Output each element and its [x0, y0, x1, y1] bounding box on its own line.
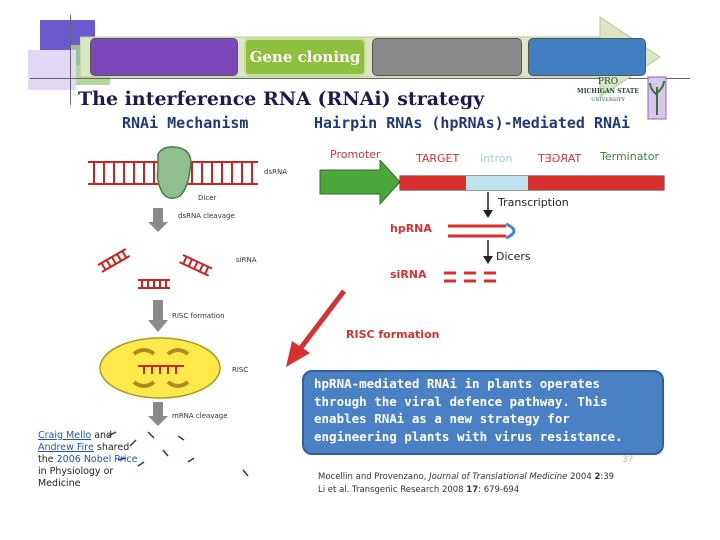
- reference-2-vol: 17: [466, 485, 479, 495]
- nav-arrow-background: [80, 16, 661, 98]
- red-diagonal-arrow: [286, 289, 346, 367]
- hprna-callout-box: hpRNA-mediated RNAi in plants operates t…: [302, 370, 664, 455]
- decor-square-lavender: [28, 50, 76, 90]
- hprna-construct-diagram: [319, 160, 665, 283]
- down-arrow-icon-2: [148, 300, 168, 332]
- rnai-mechanism-heading: RNAi Mechanism: [122, 114, 249, 132]
- msu-logo: PRO MICHIGAN STATE UNIVERSITY: [568, 77, 648, 121]
- intron-segment: [466, 176, 528, 190]
- sirna-fragments: [97, 248, 213, 289]
- down-arrow-icon: [148, 208, 168, 232]
- dsrna-cleavage-label: dsRNA cleavage: [178, 212, 235, 220]
- nav-tab-gene-cloning-label: Gene cloning: [249, 48, 361, 66]
- down-arrow-icon-3: [148, 402, 168, 426]
- dicers-label: Dicers: [496, 250, 531, 263]
- terminator-label: Terminator: [600, 150, 659, 163]
- hprna-hairpin: [448, 222, 516, 240]
- transcription-label: Transcription: [498, 196, 569, 209]
- risc-formation-label-left: RISC formation: [172, 312, 225, 320]
- hprna-heading: Hairpin RNAs (hpRNAs)-Mediated RNAi: [314, 114, 631, 132]
- risc-formation-label-right: RISC formation: [346, 328, 440, 341]
- nav-tab-4[interactable]: [528, 38, 646, 76]
- hprna-label: hpRNA: [390, 222, 432, 235]
- msu-logo-line-3: UNIVERSITY: [591, 97, 625, 103]
- target-rev-segment: [528, 176, 594, 190]
- nav-tab-3[interactable]: [372, 38, 522, 76]
- target-label: TARGET: [416, 152, 460, 165]
- transcription-arrow-icon: [483, 210, 493, 218]
- dicers-arrow-icon: [483, 256, 493, 264]
- page-number: 37: [622, 455, 634, 465]
- reference-2: Li et al. Transgenic Research 2008 17: 6…: [318, 485, 519, 495]
- nav-tab-1[interactable]: [90, 38, 238, 76]
- credit-rest-2: Medicine: [38, 478, 81, 489]
- reference-1-suffix: 2004: [567, 472, 595, 482]
- promoter-arrow: [319, 160, 401, 206]
- credit-rest-1: in Physiology or: [38, 466, 114, 477]
- mrna-cleavage-label: mRNA cleavage: [172, 412, 228, 420]
- sirna-label-right: siRNA: [390, 268, 427, 281]
- reference-1-prefix: Mocellin and Provenzano,: [318, 472, 430, 482]
- nobel-credit: Craig Mello and Andrew Fire shared the 2…: [38, 430, 137, 490]
- credit-the: the: [38, 454, 57, 465]
- nav-tab-gene-cloning[interactable]: Gene cloning: [244, 38, 366, 76]
- sirna-dashes: [444, 271, 496, 283]
- andrew-fire-link[interactable]: Andrew Fire: [38, 442, 94, 453]
- msu-logo-line-1: PRO: [597, 77, 619, 87]
- dicer-enzyme-icon: [156, 146, 192, 199]
- cleaved-mrna-fragments: [107, 431, 249, 477]
- credit-and: and: [91, 430, 113, 441]
- target-segment: [400, 176, 466, 190]
- sirna-label-left: siRNA: [236, 256, 257, 264]
- reference-1: Mocellin and Provenzano, Journal of Tran…: [318, 472, 614, 482]
- decor-line-v: [70, 15, 71, 105]
- target-reversed-label: TARGET: [538, 152, 582, 165]
- decor-line-h: [30, 78, 690, 79]
- credit-shared: shared: [93, 442, 130, 453]
- credit-prize: 2006 Nobel Price: [56, 454, 138, 465]
- dicer-label: Dicer: [198, 194, 217, 202]
- rnai-mechanism-diagram: [88, 146, 258, 477]
- dsrna-label: dsRNA: [264, 168, 287, 176]
- reference-1-vol: 2: [594, 472, 601, 482]
- intron-label: Intron: [480, 152, 513, 165]
- reference-2-prefix: Li et al. Transgenic Research 2008: [318, 485, 467, 495]
- reference-1-journal: Journal of Translational Medicine: [429, 472, 568, 482]
- risc-label: RISC: [232, 366, 249, 374]
- reference-1-pages: :39: [600, 472, 615, 482]
- plant-logo-icon: [647, 76, 667, 120]
- craig-mello-link[interactable]: Craig Mello: [38, 430, 92, 441]
- terminator-segment: [594, 176, 664, 190]
- promoter-label: Promoter: [330, 148, 381, 161]
- reference-2-pages: : 679-694: [478, 485, 520, 495]
- msu-logo-line-2: MICHIGAN STATE: [577, 88, 639, 95]
- slide-title: The interference RNA (RNAi) strategy: [78, 88, 485, 110]
